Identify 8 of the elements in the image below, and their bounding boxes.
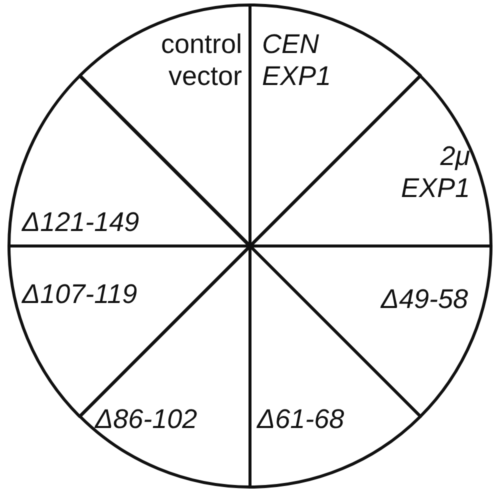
sector-label: Δ107-119 <box>22 278 138 310</box>
sector-label: 2μ EXP1 <box>400 140 470 204</box>
sector-label: control vector <box>160 28 242 92</box>
sector-label: Δ86-102 <box>94 403 198 435</box>
sector-label: CEN EXP1 <box>262 28 332 92</box>
sector-label: Δ121-149 <box>22 206 140 238</box>
sector-label: Δ61-68 <box>257 403 344 435</box>
sector-label: Δ49-58 <box>379 283 468 315</box>
